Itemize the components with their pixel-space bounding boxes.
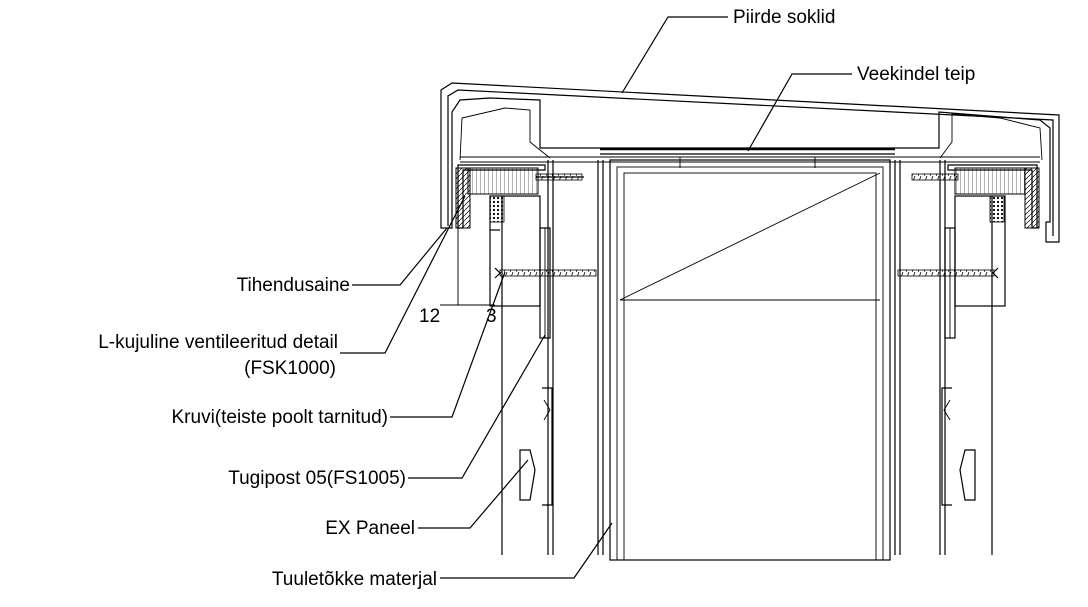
coping-profile (440, 82, 1060, 243)
label-veekindel-teip: Veekindel teip (857, 64, 975, 85)
label-tuuletokke: Tuuletõkke materjal (272, 569, 437, 590)
label-tugipost: Tugipost 05(FS1005) (228, 468, 406, 489)
waterproof-tape (600, 147, 895, 155)
label-piirde-soklid: Piirde soklid (733, 7, 835, 28)
label-l-detail-line1: L-kujuline ventileeritud detail (98, 332, 338, 353)
leader-lines (340, 16, 852, 579)
center-frame (609, 157, 891, 561)
left-assembly (440, 160, 604, 555)
label-l-detail-line2: (FSK1000) (244, 358, 336, 379)
label-kruvi: Kruvi(teiste poolt tarnitud) (172, 407, 389, 428)
right-assembly (894, 160, 1040, 555)
label-ex-paneel: EX Paneel (325, 518, 415, 539)
dimension-3: 3 (486, 306, 497, 327)
label-tihendusaine: Tihendusaine (237, 275, 350, 296)
dimension-12: 12 (419, 306, 440, 327)
